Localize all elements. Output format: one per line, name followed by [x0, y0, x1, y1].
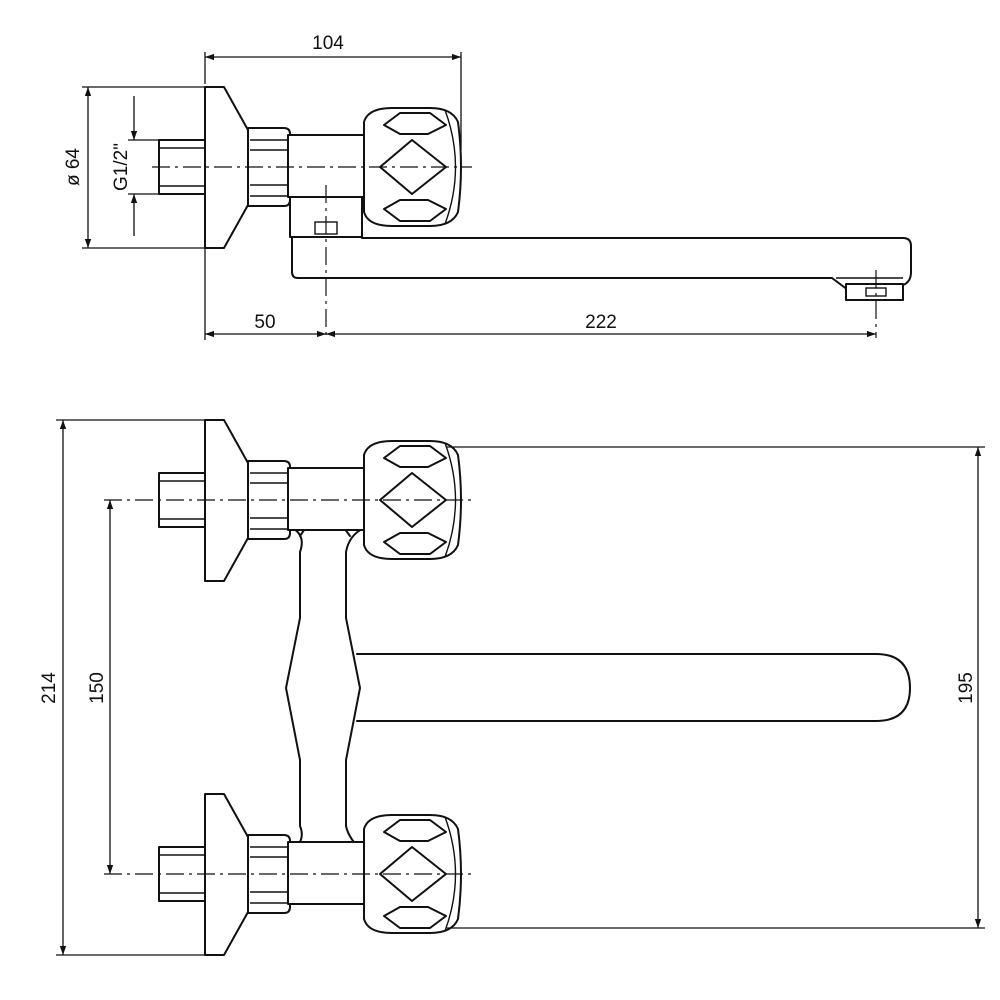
front-view: 214 150 195: [39, 419, 985, 956]
dim-label-50: 50: [254, 312, 275, 333]
dim-label-222: 222: [585, 312, 617, 333]
front-lower-inlet: [158, 793, 462, 956]
dim-label-thread: G1/2": [111, 143, 132, 191]
front-upper-inlet: [158, 419, 462, 582]
dim-label-195: 195: [956, 672, 977, 704]
front-lower-body: [287, 841, 365, 905]
front-lower-handle: [363, 814, 462, 934]
side-aerator: [845, 283, 904, 301]
dim-label-104: 104: [312, 33, 344, 54]
front-connector-body: [285, 527, 365, 853]
side-handle-diamond-bot: [383, 199, 447, 222]
side-view: 104 ø 64 G1/2" 50 222: [63, 33, 912, 340]
side-spout: [291, 204, 912, 301]
front-spout: [356, 653, 911, 722]
front-upper-body: [287, 467, 365, 531]
dim-label-flange-diameter: ø 64: [63, 148, 84, 186]
side-handle-diamond-top: [383, 112, 447, 135]
dim-label-214: 214: [39, 672, 60, 704]
front-upper-handle: [363, 440, 462, 560]
dim-label-150: 150: [87, 672, 108, 704]
